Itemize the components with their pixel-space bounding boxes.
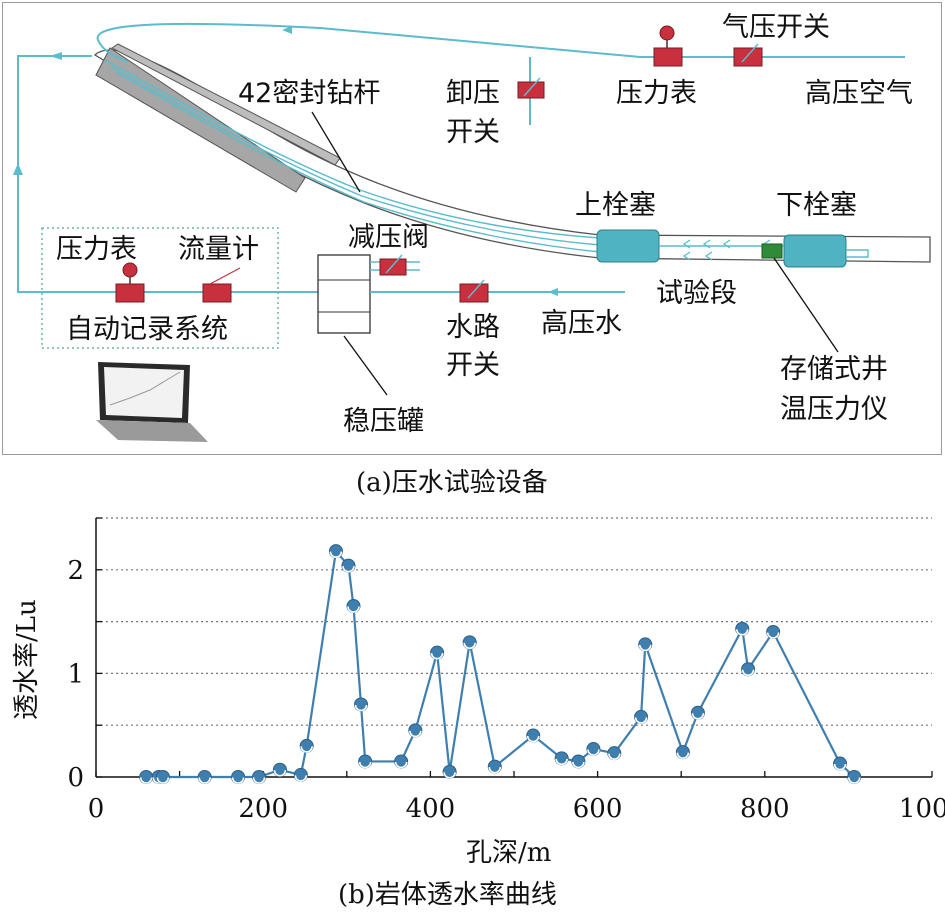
- water-switch-valve: [459, 283, 489, 303]
- data-point-highlight: [691, 713, 705, 720]
- data-point-highlight: [231, 777, 245, 784]
- label-air-switch: 气压开关: [722, 12, 830, 43]
- data-point-highlight: [463, 642, 476, 650]
- data-point-highlight: [638, 644, 652, 652]
- data-point-highlight: [833, 763, 847, 771]
- data-point-highlight: [294, 775, 308, 782]
- label-flow-meter: 流量计: [178, 234, 259, 265]
- pressure-gauge-top: [653, 47, 683, 67]
- x-tick-label: 0: [88, 794, 105, 824]
- auto-record-box: [41, 227, 279, 349]
- data-point-highlight: [252, 777, 266, 784]
- label-drill-rod: 42密封钻杆: [238, 78, 381, 109]
- data-point-highlight: [488, 767, 502, 774]
- data-point-highlight: [847, 777, 861, 784]
- gauge-dial-left: [122, 262, 138, 278]
- label-pressure-gauge-left: 压力表: [56, 234, 137, 265]
- y-tick-label: 2: [67, 556, 84, 586]
- label-lower-packer: 下栓塞: [776, 190, 857, 221]
- apparatus-panel: [2, 2, 942, 455]
- drill-rod-pipes: [104, 59, 601, 253]
- air-pipe: [96, 22, 905, 63]
- label-upper-packer: 上栓塞: [575, 190, 656, 221]
- data-point-highlight: [587, 749, 600, 756]
- data-point-highlight: [139, 777, 153, 784]
- x-tick-label: 600: [573, 794, 623, 824]
- stabilizer-tank: [317, 254, 371, 334]
- data-point-highlight: [394, 761, 408, 769]
- data-point-highlight: [572, 761, 585, 769]
- data-point-highlight: [358, 761, 372, 769]
- y-tick-label: 1: [67, 659, 84, 689]
- label-relief-switch-2: 开关: [446, 117, 500, 148]
- data-point-highlight: [430, 653, 444, 660]
- label-water-switch-2: 开关: [446, 350, 500, 381]
- data-point-highlight: [443, 772, 456, 779]
- data-point-highlight: [300, 746, 313, 753]
- data-point-highlight: [676, 752, 690, 759]
- x-tick-label: 800: [740, 794, 790, 824]
- data-point-highlight: [354, 704, 368, 712]
- relief-valve: [517, 81, 545, 99]
- data-point-highlight: [409, 730, 422, 738]
- air-switch-valve: [733, 47, 763, 67]
- y-tick-label: 0: [67, 763, 84, 793]
- data-point-highlight: [555, 758, 568, 766]
- caption-b: (b)岩体透水率曲线: [338, 880, 557, 910]
- label-storage-gauge-2: 温压力仪: [780, 394, 888, 425]
- label-high-pressure-air: 高压空气: [805, 78, 913, 109]
- data-point-highlight: [735, 629, 749, 636]
- series-line: [146, 548, 856, 779]
- pressure-gauge-left: [115, 283, 145, 303]
- label-pressure-gauge-top: 压力表: [616, 78, 697, 109]
- storage-gauge: [761, 243, 783, 259]
- lower-packer: [783, 234, 847, 268]
- chart-ylabel: 透水率/Lu: [12, 599, 42, 720]
- data-point-highlight: [342, 566, 355, 573]
- data-point-highlight: [634, 717, 648, 724]
- label-relief-switch-1: 卸压: [446, 78, 500, 109]
- x-tick-label: 1000: [899, 794, 945, 824]
- reducing-valve: [379, 258, 407, 276]
- label-stabilizer-tank: 稳压罐: [343, 406, 424, 437]
- data-point-highlight: [156, 777, 170, 784]
- caption-a: (a)压水试验设备: [356, 468, 548, 498]
- air-arrow: [282, 26, 292, 34]
- gauge-dial-top: [659, 25, 675, 41]
- label-storage-gauge-1: 存储式井: [780, 354, 888, 385]
- data-point-highlight: [329, 551, 343, 558]
- data-point-highlight: [347, 606, 360, 613]
- laptop-icon: [96, 362, 208, 442]
- label-auto-record: 自动记录系统: [66, 314, 228, 345]
- data-point-highlight: [766, 632, 780, 639]
- label-water-switch-1: 水路: [446, 312, 500, 343]
- x-tick-label: 200: [238, 794, 288, 824]
- data-point-highlight: [608, 753, 621, 760]
- label-reducing-valve: 减压阀: [348, 222, 429, 253]
- data-point-highlight: [526, 735, 540, 743]
- data-point-highlight: [198, 777, 211, 784]
- chart-xlabel: 孔深/m: [466, 838, 552, 868]
- label-test-section: 试验段: [656, 278, 737, 309]
- data-point-highlight: [741, 669, 755, 676]
- label-high-pressure-water: 高压水: [541, 308, 622, 339]
- data-point-highlight: [273, 770, 287, 777]
- flow-meter: [202, 283, 232, 303]
- x-tick-label: 400: [406, 794, 456, 824]
